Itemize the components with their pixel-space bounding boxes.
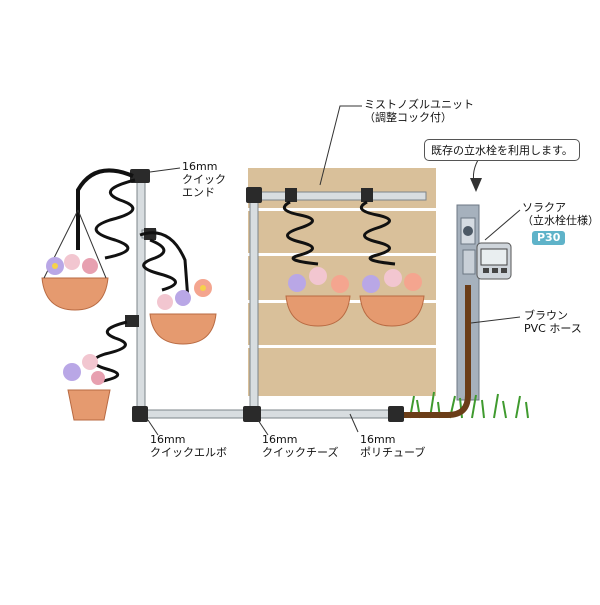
- poly-size: 16mm: [360, 433, 396, 446]
- tee-size: 16mm: [262, 433, 298, 446]
- quick-end-line1: クイック: [182, 173, 226, 186]
- tee-label: 16mm クイックチーズ: [262, 433, 338, 459]
- leader-lines: [147, 105, 521, 436]
- mist-coil-4: [142, 238, 177, 292]
- fence-planter-2: [359, 295, 425, 327]
- brown-pvc-hose: [395, 285, 471, 418]
- elbow-size: 16mm: [150, 433, 186, 446]
- quick-end-label: 16mm クイック エンド: [182, 160, 226, 199]
- existing-faucet-callout: 既存の立水栓を利用します。: [424, 139, 580, 161]
- mist-coil-3: [94, 178, 136, 260]
- brown-hose-label: ブラウン PVC ホース: [524, 309, 582, 335]
- fittings: [125, 169, 404, 422]
- quick-end-line2: エンド: [182, 186, 215, 199]
- mist-nozzle-name: ミストノズルユニット: [364, 98, 474, 111]
- arrow-down-icon: [470, 178, 482, 192]
- brown-hose-line1: ブラウン: [524, 309, 568, 322]
- hanging-basket-1: [41, 209, 109, 311]
- flower-icon: [46, 254, 422, 385]
- solaqua-label: ソラクア （立水栓仕様）: [522, 201, 599, 227]
- floor-pot: [67, 389, 111, 421]
- brown-hose-line2: PVC ホース: [524, 322, 582, 335]
- mist-nozzle-sub: （調整コック付）: [364, 111, 452, 124]
- hanging-basket-2: [149, 313, 217, 345]
- mist-coil-2: [359, 200, 396, 266]
- solaqua-sub: （立水栓仕様）: [522, 214, 599, 227]
- tee-name: クイックチーズ: [262, 446, 339, 459]
- elbow-label: 16mm クイックエルボ: [150, 433, 227, 459]
- solaqua-badge: P30: [532, 231, 566, 245]
- mist-coil-5: [92, 320, 128, 384]
- solaqua-name: ソラクア: [522, 201, 566, 214]
- poly-tube-label: 16mm ポリチューブ: [360, 433, 425, 459]
- mist-coil-1: [282, 200, 319, 266]
- mist-nozzle-label: ミストノズルユニット （調整コック付）: [364, 98, 474, 124]
- timer-controller-icon: [476, 242, 512, 280]
- elbow-name: クイックエルボ: [150, 446, 227, 459]
- poly-name: ポリチューブ: [360, 446, 426, 459]
- fence-planter-1: [285, 295, 351, 327]
- hanger-hook: [76, 168, 134, 250]
- quick-end-size: 16mm: [182, 160, 218, 173]
